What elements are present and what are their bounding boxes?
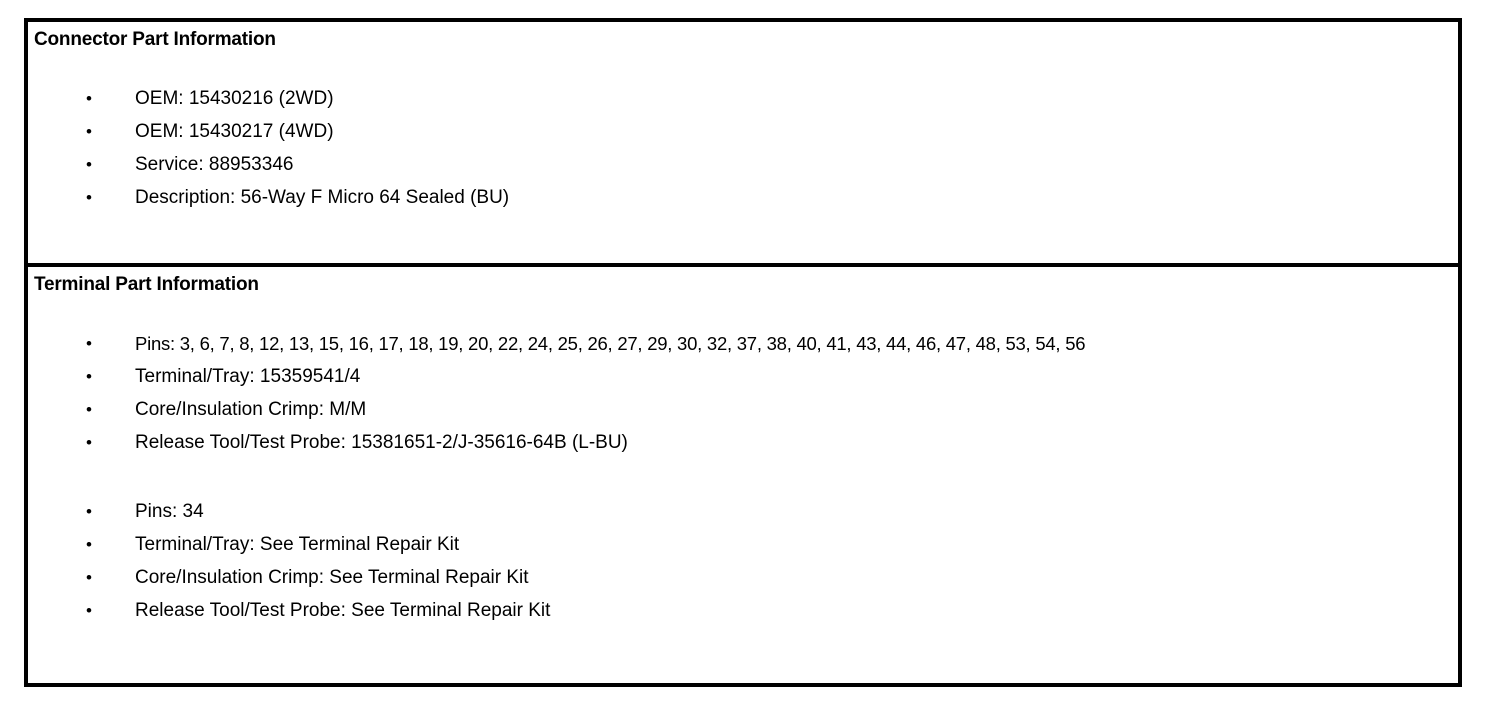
bullet-icon: • — [86, 367, 92, 386]
list-item-text: Terminal/Tray: See Terminal Repair Kit — [135, 534, 460, 555]
list-item: • Terminal/Tray: See Terminal Repair Kit — [28, 528, 1458, 561]
list-item: • Release Tool/Test Probe: 15381651-2/J-… — [28, 426, 1458, 459]
bullet-icon: • — [86, 433, 92, 452]
list-item-text: Terminal/Tray: 15359541/4 — [135, 366, 361, 387]
list-item: • Core/Insulation Crimp: M/M — [28, 393, 1458, 426]
list-item: • Service: 88953346 — [28, 148, 1458, 181]
list-item: • OEM: 15430216 (2WD) — [28, 82, 1458, 115]
section-heading-terminal: Terminal Part Information — [34, 274, 259, 295]
list-item: • Terminal/Tray: 15359541/4 — [28, 360, 1458, 393]
list-item: • Pins: 34 — [28, 495, 1458, 528]
list-item: • Release Tool/Test Probe: See Terminal … — [28, 594, 1458, 627]
terminal-primary-list: • Pins: 3, 6, 7, 8, 12, 13, 15, 16, 17, … — [28, 327, 1458, 459]
terminal-secondary-list: • Pins: 34 • Terminal/Tray: See Terminal… — [28, 495, 1458, 627]
section-divider — [28, 263, 1458, 267]
list-item: • Core/Insulation Crimp: See Terminal Re… — [28, 561, 1458, 594]
section-connector-part-information: Connector Part Information • OEM: 154302… — [28, 22, 1458, 263]
list-item-text: Pins: 3, 6, 7, 8, 12, 13, 15, 16, 17, 18… — [135, 333, 1086, 354]
bullet-icon: • — [86, 535, 92, 554]
list-item-text: OEM: 15430217 (4WD) — [135, 121, 334, 142]
list-item-text: Description: 56-Way F Micro 64 Sealed (B… — [135, 187, 510, 208]
bullet-icon: • — [86, 122, 92, 141]
list-item: • Description: 56-Way F Micro 64 Sealed … — [28, 181, 1458, 214]
bullet-icon: • — [86, 334, 92, 353]
section-heading-connector: Connector Part Information — [34, 29, 276, 50]
list-item-text: Pins: 34 — [135, 501, 204, 522]
bullet-icon: • — [86, 89, 92, 108]
document-frame: Connector Part Information • OEM: 154302… — [24, 18, 1462, 687]
list-item-text: Core/Insulation Crimp: See Terminal Repa… — [135, 567, 529, 588]
list-item-text: Core/Insulation Crimp: M/M — [135, 399, 367, 420]
list-item-text: Release Tool/Test Probe: 15381651-2/J-35… — [135, 432, 628, 453]
bullet-icon: • — [86, 188, 92, 207]
bullet-icon: • — [86, 155, 92, 174]
connector-detail-list: • OEM: 15430216 (2WD) • OEM: 15430217 (4… — [28, 82, 1458, 214]
bullet-icon: • — [86, 502, 92, 521]
bullet-icon: • — [86, 400, 92, 419]
bullet-icon: • — [86, 568, 92, 587]
list-item-text: Release Tool/Test Probe: See Terminal Re… — [135, 600, 551, 621]
list-item-text: OEM: 15430216 (2WD) — [135, 88, 334, 109]
list-item: • OEM: 15430217 (4WD) — [28, 115, 1458, 148]
bullet-icon: • — [86, 601, 92, 620]
list-item: • Pins: 3, 6, 7, 8, 12, 13, 15, 16, 17, … — [28, 327, 1458, 360]
section-terminal-part-information: Terminal Part Information • Pins: 3, 6, … — [28, 267, 1458, 683]
list-item-text: Service: 88953346 — [135, 154, 294, 175]
